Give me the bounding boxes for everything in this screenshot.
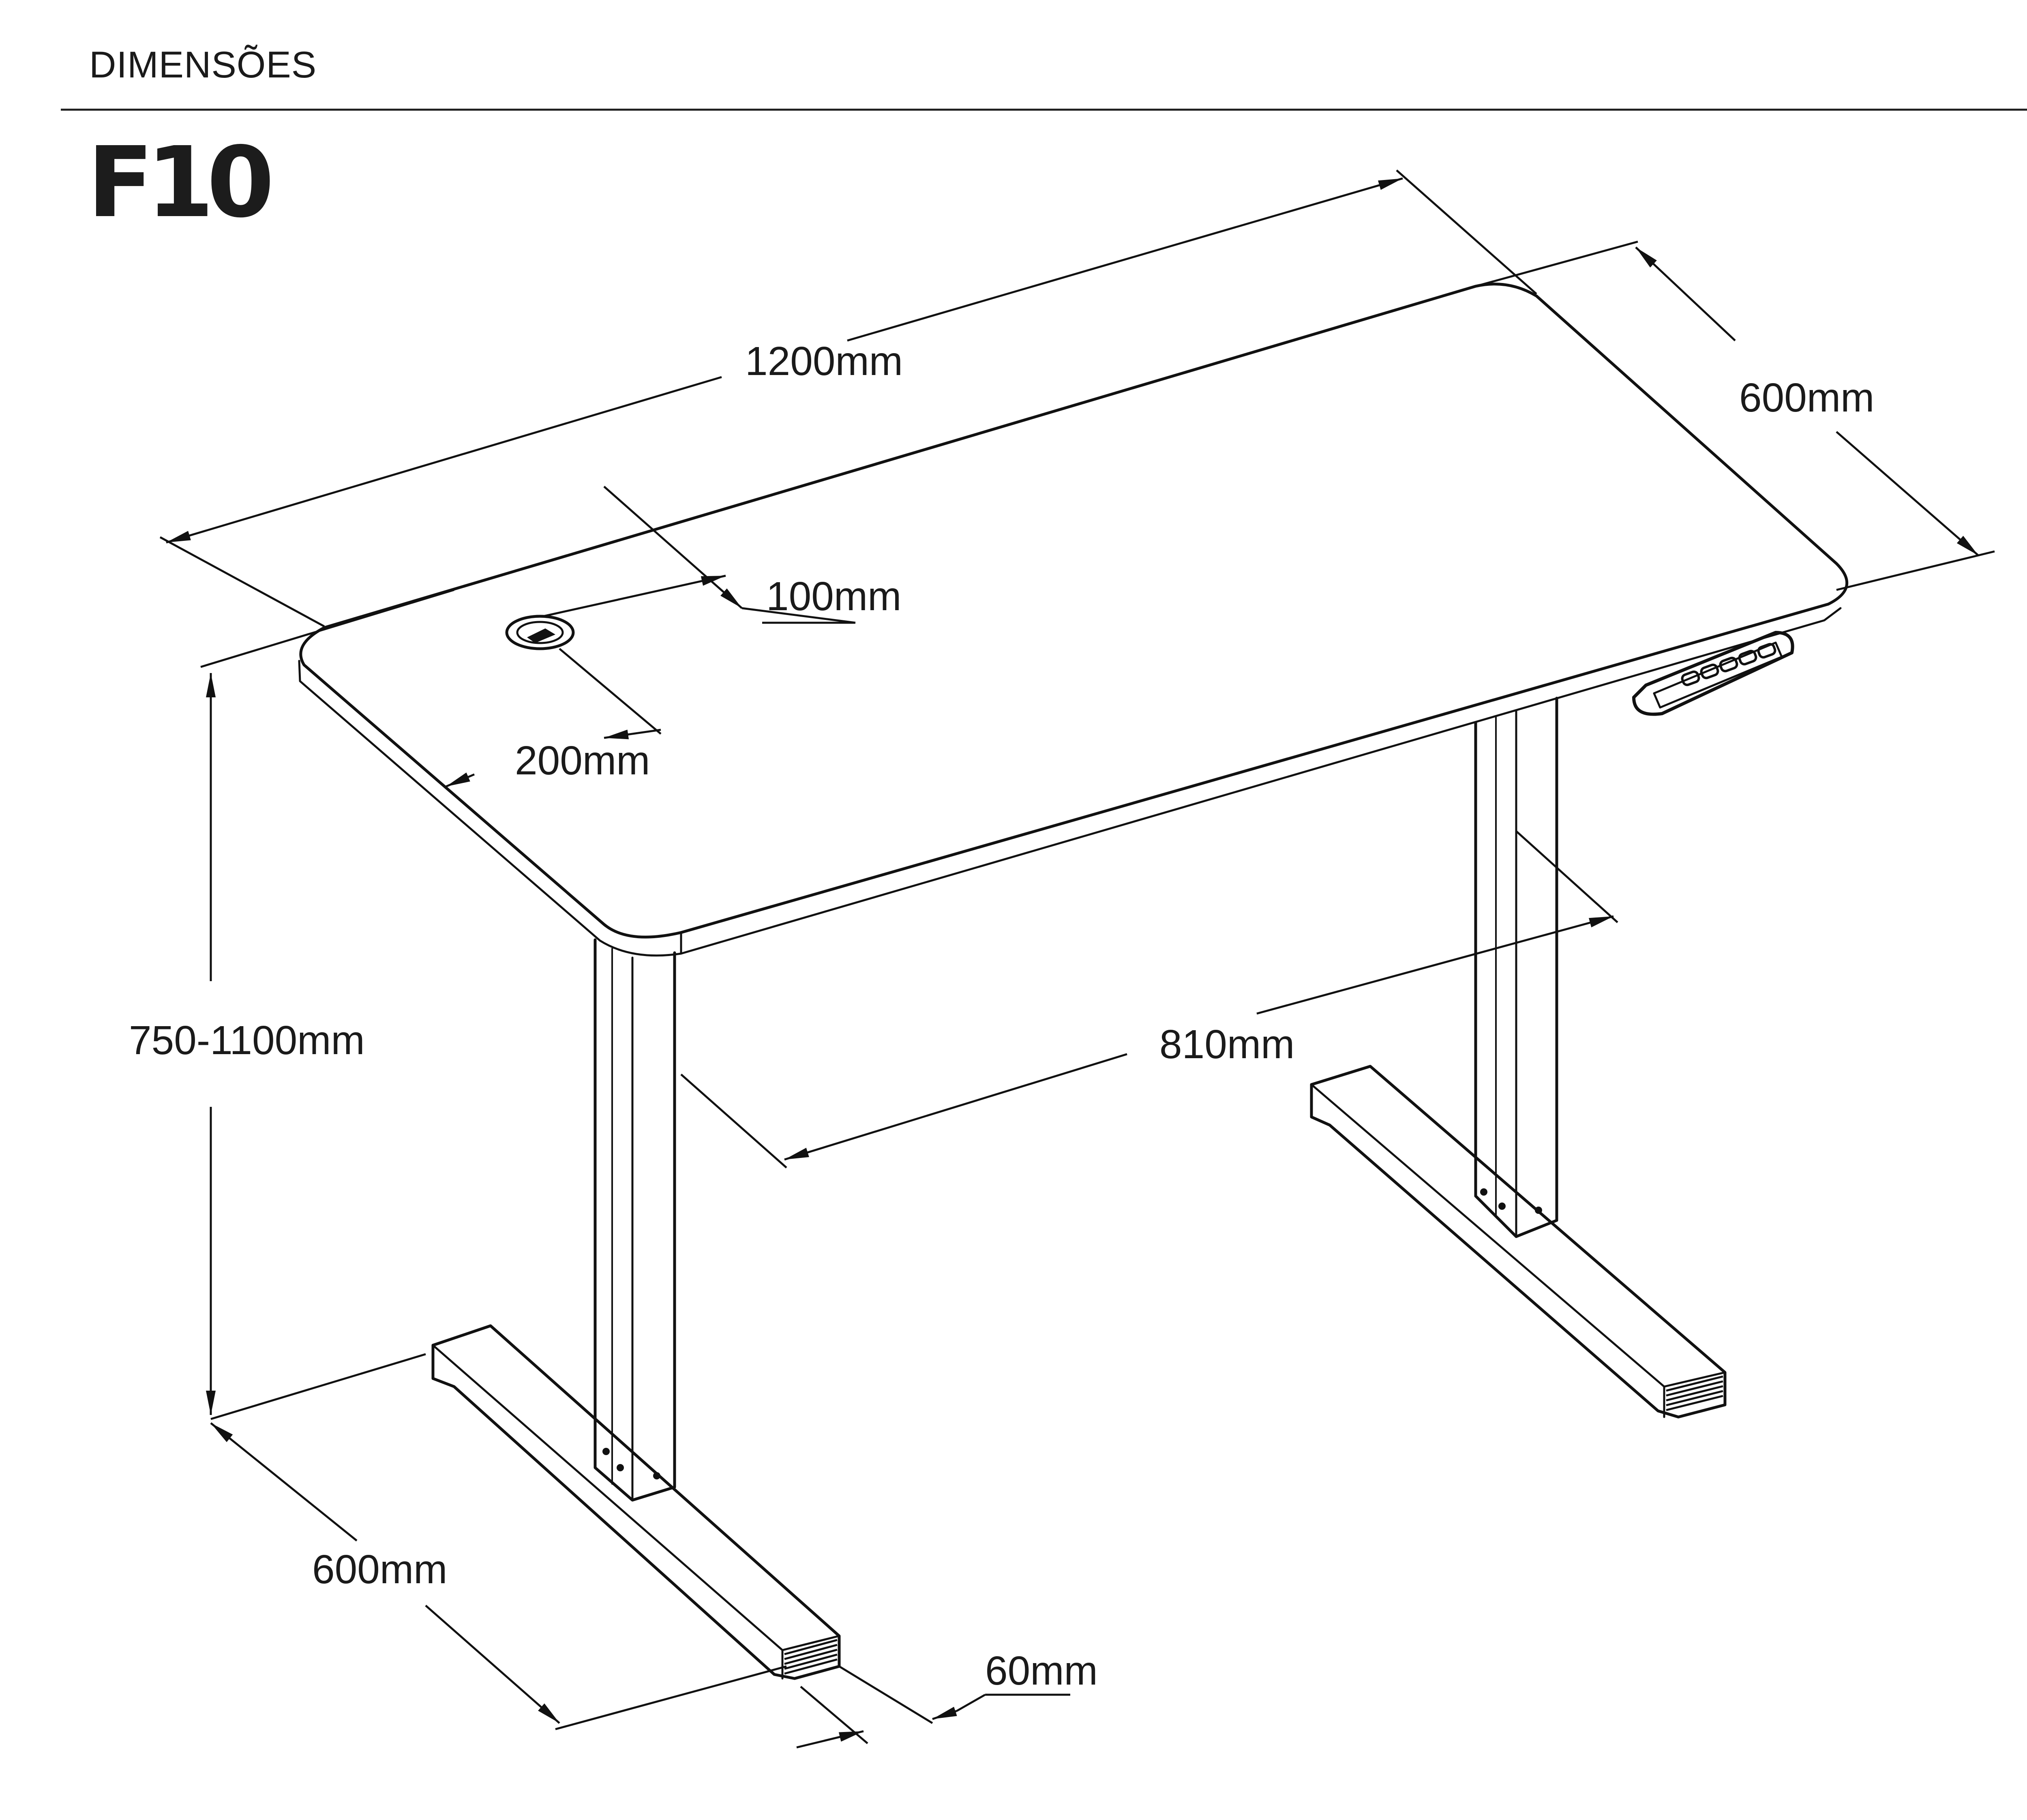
dimension-lines <box>159 169 1995 1749</box>
dim-grommet-diameter-label: 100mm <box>766 574 901 619</box>
right-foot <box>1310 1065 1727 1419</box>
right-leg <box>1474 697 1558 1238</box>
dim-foot-width-label: 60mm <box>985 1648 1098 1694</box>
section-label: DIMENSÕES <box>89 44 317 86</box>
dim-height-label: 750-1100mm <box>129 1018 365 1063</box>
keypad-icon <box>1632 631 1794 716</box>
dim-leg-spacing-label: 810mm <box>1159 1022 1294 1067</box>
desk-top <box>298 283 1849 957</box>
left-foot <box>431 1324 841 1680</box>
grommet-icon <box>505 615 575 650</box>
dim-depth-label: 600mm <box>1739 375 1874 420</box>
model-name: F10 <box>87 126 274 239</box>
dim-grommet-offset-label: 200mm <box>515 738 650 783</box>
header-divider <box>61 109 2027 111</box>
left-leg <box>594 938 676 1502</box>
dim-foot-length-label: 600mm <box>312 1547 447 1592</box>
dim-length-label: 1200mm <box>745 339 903 384</box>
